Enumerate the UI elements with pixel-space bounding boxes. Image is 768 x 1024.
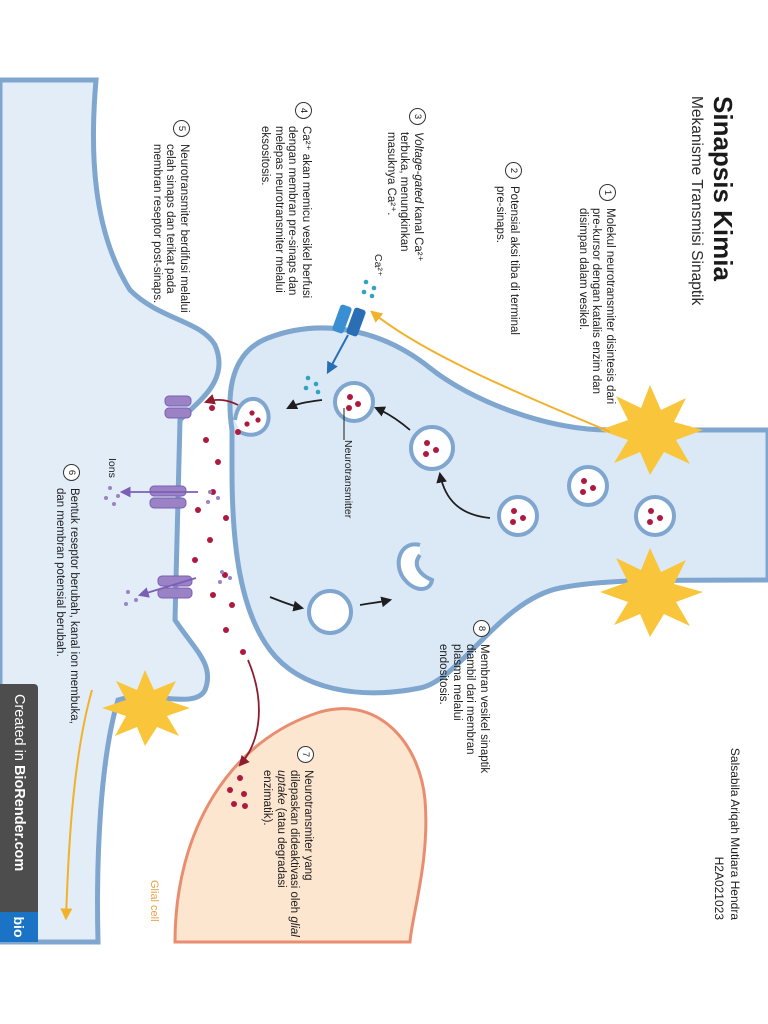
calcium-channel [332, 304, 366, 337]
recycling-vesicle [396, 542, 435, 591]
poster-text-layer: Sinapsis Kimia Mekanisme Transmisi Sinap… [0, 80, 768, 944]
badge-text: Created in BioRender.com [11, 694, 27, 872]
step-5-number: 5 [173, 120, 190, 137]
step-4-text: Ca²⁺ akan memicu vesikel berfusi dengan … [259, 126, 313, 299]
step-8-number: 8 [473, 620, 490, 637]
step-7-number: 7 [297, 746, 314, 763]
step-7-text: Neurotransmiter yang dilepaskan dideakti… [261, 770, 315, 937]
synaptic-vesicles [307, 381, 676, 635]
step-2-text: Potensial aksi tiba di terminal pre-sina… [494, 186, 521, 335]
step-3-text: Voltage-gated kanal Ca²⁺ terbuka, menung… [385, 132, 424, 262]
cleft-neurotransmitters [192, 405, 246, 655]
glial-cell-label: Glial cell [148, 880, 160, 922]
step-8-text: Membran vesikel sinaptik diambil dari me… [437, 644, 491, 774]
ions-label: Ions [106, 458, 118, 478]
step-2-number: 2 [505, 162, 522, 179]
step-5-text: Neurotransmiter berdifusi melalui celah … [151, 144, 190, 313]
action-potential-burst [102, 385, 703, 746]
neurotransmitter-label: Neurotransmitter [342, 440, 354, 519]
step-4-number: 4 [295, 102, 312, 119]
post-synaptic-neuron [0, 77, 222, 945]
biorender-badge[interactable]: Created in BioRender.com bio [0, 684, 38, 942]
step-3-number: 3 [409, 108, 426, 125]
step-6-number: 6 [63, 464, 80, 481]
page-subtitle: Mekanisme Transmisi Sinaptik [688, 96, 705, 306]
author-id: H2A021023 [712, 856, 726, 920]
fusing-vesicle [233, 396, 271, 437]
step-1-number: 1 [599, 184, 616, 201]
receptor-channels [149, 395, 193, 599]
biorender-logo-icon: bio [0, 912, 38, 942]
step-6-text: Bentuk reseptor berubah, kanal ion membu… [54, 488, 81, 724]
vesicle-neurotransmitter-dots [346, 394, 663, 525]
author-name: Salsabila Ariqah Mutiara Hendra [728, 747, 742, 920]
calcium-label: Ca²⁺ [372, 254, 384, 277]
page-title: Sinapsis Kimia [708, 96, 738, 281]
glial-cell [173, 707, 428, 944]
step-1-text: Molekul neurotransmiter disintesis dari … [577, 208, 616, 405]
